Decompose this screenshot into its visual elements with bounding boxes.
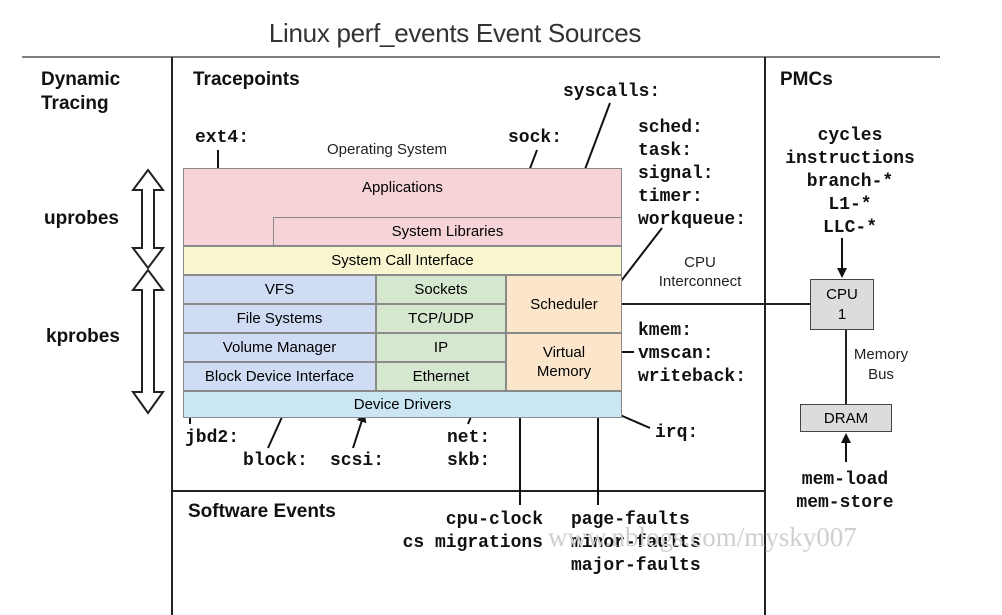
cpu-interconnect-label: CPU Interconnect (658, 254, 742, 290)
scheduler-layer: Scheduler (506, 275, 622, 333)
pmcs-heading: PMCs (780, 69, 833, 90)
applications-label: Applications (362, 179, 443, 196)
tcp-udp-layer: TCP/UDP (376, 304, 506, 333)
virtual-memory-label: Virtual Memory (536, 344, 592, 380)
file-systems-label: File Systems (236, 310, 323, 327)
sock-tracepoint: sock: (508, 128, 563, 148)
watermark-text: www.nblogs.com/mysky007 (548, 522, 857, 552)
irq-tracepoint: irq: (655, 423, 699, 443)
system-libraries-layer: System Libraries (273, 217, 622, 246)
vfs-label: VFS (264, 281, 295, 298)
tracepoints-heading: Tracepoints (193, 69, 300, 90)
uprobes-label: uprobes (44, 208, 119, 229)
ethernet-label: Ethernet (412, 368, 470, 385)
kprobes-label: kprobes (46, 326, 120, 347)
fault-events: page-faults minor-faults major-faults (571, 510, 701, 576)
cpu-box: CPU 1 (810, 279, 874, 330)
scsi-tracepoint: scsi: (330, 451, 385, 471)
kmem-tracepoints: kmem: vmscan: writeback: (638, 321, 747, 387)
ip-layer: IP (376, 333, 506, 362)
system-call-interface-layer: System Call Interface (183, 246, 622, 275)
memory-events-list: mem-load mem-store (796, 470, 894, 513)
sockets-label: Sockets (414, 281, 468, 298)
operating-system-label: Operating System (327, 141, 448, 158)
sched-tracepoints: sched: task: signal: timer: workqueue: (638, 118, 747, 230)
cpu-label: CPU 1 (826, 285, 858, 323)
file-systems-layer: File Systems (183, 304, 376, 333)
scheduler-label: Scheduler (530, 295, 598, 313)
vfs-layer: VFS (183, 275, 376, 304)
device-drivers-label: Device Drivers (353, 396, 452, 413)
jbd2-tracepoint: jbd2: (185, 428, 240, 448)
pmc-events-list: cycles instructions branch-* L1-* LLC-* (785, 126, 915, 238)
system-call-interface-label: System Call Interface (331, 252, 474, 269)
device-drivers-layer: Device Drivers (183, 391, 622, 418)
ip-label: IP (433, 339, 449, 356)
ethernet-layer: Ethernet (376, 362, 506, 391)
kprobes-range-arrow (131, 268, 165, 415)
block-device-interface-label: Block Device Interface (204, 368, 355, 385)
software-events-heading: Software Events (188, 501, 336, 522)
block-device-interface-layer: Block Device Interface (183, 362, 376, 391)
uprobes-range-arrow (131, 168, 165, 270)
volume-manager-label: Volume Manager (222, 339, 337, 356)
volume-manager-layer: Volume Manager (183, 333, 376, 362)
virtual-memory-layer: Virtual Memory (506, 333, 622, 391)
dram-box: DRAM (800, 404, 892, 432)
net-skb-tracepoints: net: skb: (447, 428, 491, 471)
block-tracepoint: block: (243, 451, 308, 471)
cpu-clock-events: cpu-clock cs migrations (402, 510, 543, 553)
dram-label: DRAM (823, 409, 869, 427)
dynamic-tracing-heading: Dynamic Tracing (41, 69, 121, 114)
system-libraries-label: System Libraries (391, 223, 504, 240)
page-title: Linux perf_events Event Sources (268, 18, 642, 48)
ext4-tracepoint: ext4: (195, 128, 250, 148)
sockets-layer: Sockets (376, 275, 506, 304)
tcp-udp-label: TCP/UDP (408, 310, 474, 327)
syscalls-tracepoint: syscalls: (563, 82, 661, 102)
memory-bus-label: Memory Bus (853, 346, 909, 383)
